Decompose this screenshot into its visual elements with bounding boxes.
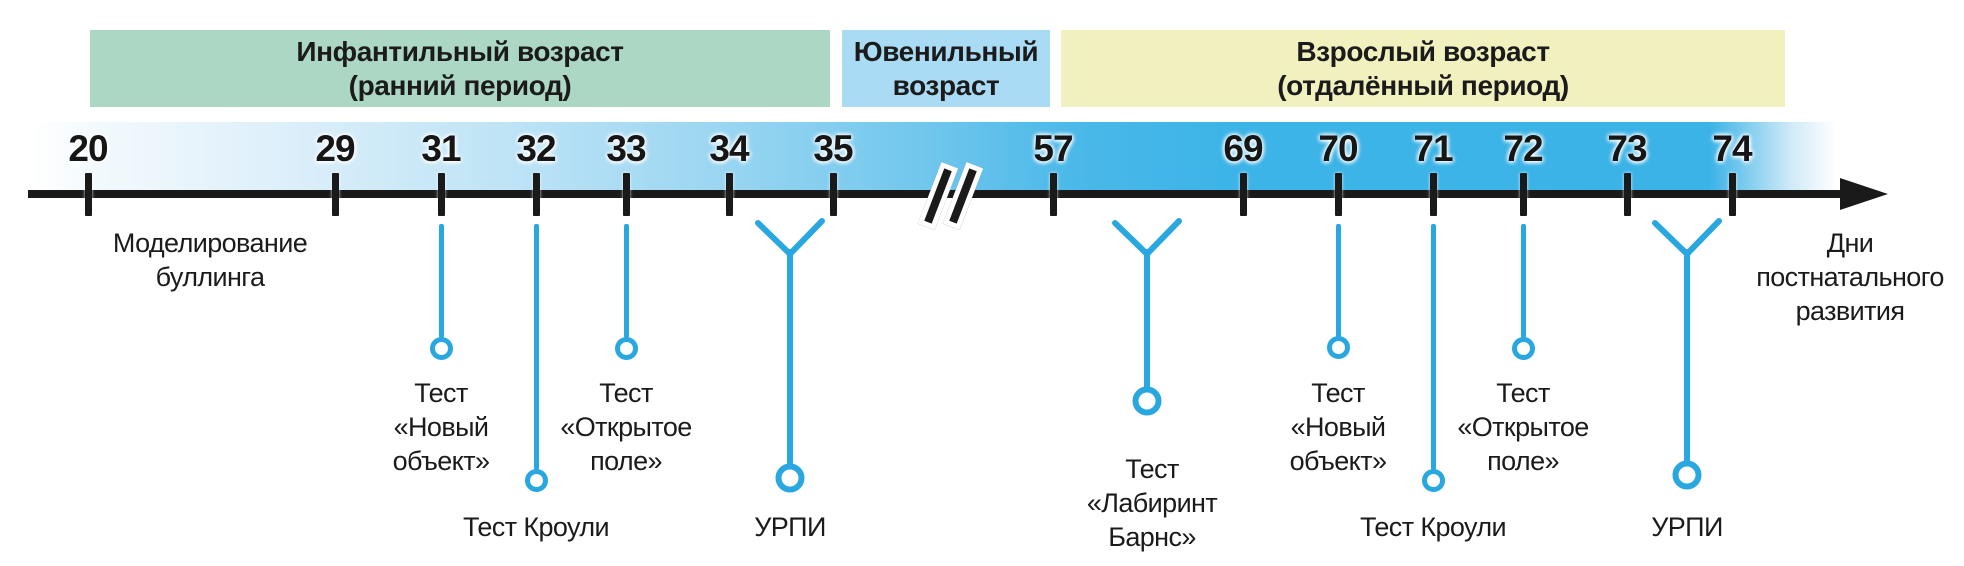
tick-label-73: 73 [1607,128,1647,169]
tick-label-32: 32 [516,128,556,169]
tick-20 [85,173,92,216]
event-label-barnes-maze: Тест «Лабиринт Барнс» [1086,454,1218,552]
lollipop-marker [439,224,444,338]
tick-label-70: 70 [1318,128,1358,169]
tick-69 [1240,173,1247,216]
tick-71 [1430,173,1437,216]
event-label-urpi: УРПИ [1651,512,1723,542]
tick-32 [533,173,540,216]
lollipop-marker [1431,224,1436,470]
lollipop-marker [1336,224,1341,337]
axis-arrowhead-icon [1840,178,1888,210]
axis-unit-label: Дни постнатального развития [1756,228,1944,326]
tick-57 [1050,173,1057,216]
tick-label-74: 74 [1712,128,1752,169]
timeline-gradient-bar [30,122,1836,191]
tick-label-31: 31 [421,128,461,169]
lollipop-circle-icon [1327,336,1350,359]
lollipop-marker [534,224,539,470]
lollipop-marker [1521,224,1526,338]
tick-70 [1335,173,1342,216]
event-label-crawley: Тест Кроули [463,512,610,542]
lollipop-marker [624,224,629,338]
tick-label-35: 35 [813,128,853,169]
tick-label-69: 69 [1223,128,1263,169]
event-label-open-field: Тест «Открытое поле» [1457,378,1589,476]
tick-label-20: 20 [68,128,108,169]
y-maze-icon [1652,218,1722,490]
event-label-novel-object: Тест «Новый объект» [1289,378,1387,476]
y-maze-icon [755,218,825,493]
tick-34 [726,173,733,216]
lollipop-circle-icon [1422,469,1445,492]
tick-29 [332,173,339,216]
tick-label-71: 71 [1413,128,1453,169]
tick-label-33: 33 [606,128,646,169]
lollipop-circle-icon [615,337,638,360]
tick-label-29: 29 [315,128,355,169]
period-band-juvenile: Ювенильный возраст [842,30,1050,107]
event-label-bullying: Моделирование буллинга [112,228,308,292]
lollipop-circle-icon [1512,337,1535,360]
tick-72 [1520,173,1527,216]
event-label-novel-object: Тест «Новый объект» [392,378,490,476]
lollipop-circle-icon [430,337,453,360]
event-label-urpi: УРПИ [754,512,826,542]
period-band-infantile: Инфантильный возраст (ранний период) [90,30,830,107]
lollipop-circle-icon [525,469,548,492]
tick-33 [623,173,630,216]
tick-label-57: 57 [1033,128,1073,169]
tick-label-34: 34 [709,128,749,169]
event-label-crawley: Тест Кроули [1360,512,1507,542]
tick-74 [1729,173,1736,216]
y-maze-icon [1112,218,1182,416]
tick-31 [438,173,445,216]
tick-73 [1624,173,1631,216]
period-band-adult: Взрослый возраст (отдалённый период) [1061,30,1785,107]
tick-label-72: 72 [1503,128,1543,169]
event-label-open-field: Тест «Открытое поле» [560,378,692,476]
tick-35 [830,173,837,216]
